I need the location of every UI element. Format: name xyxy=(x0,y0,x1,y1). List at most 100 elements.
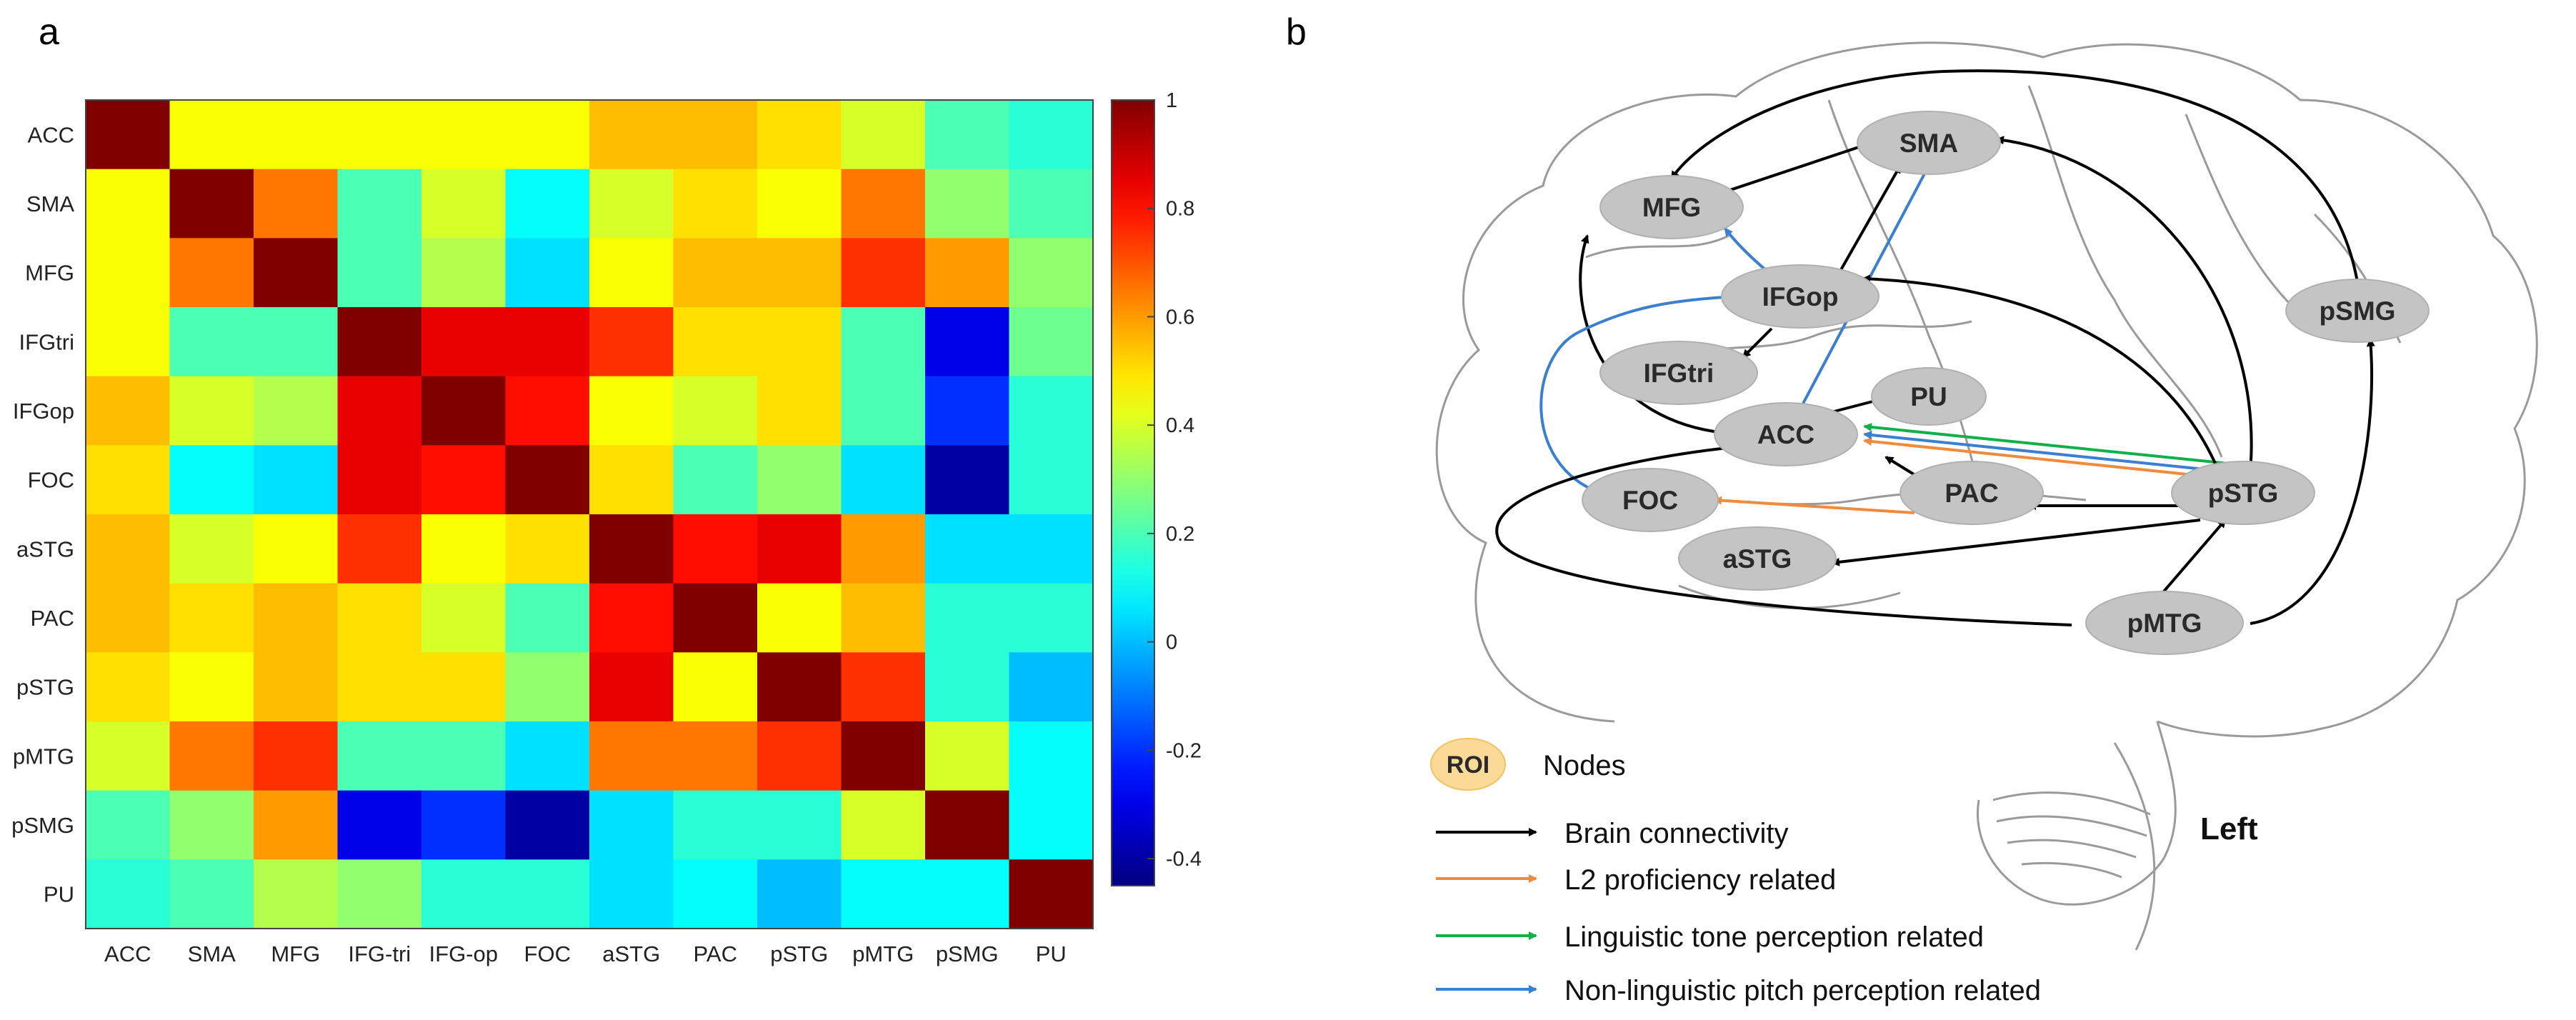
roi-node-label: pMTG xyxy=(2127,609,2202,638)
heatmap-cell xyxy=(421,445,506,515)
heatmap-cell xyxy=(254,721,339,791)
heatmap-cell xyxy=(673,652,758,722)
heatmap-cell xyxy=(673,238,758,308)
heatmap-cell xyxy=(673,514,758,584)
heatmap-cell xyxy=(337,307,422,377)
heatmap-cell xyxy=(673,169,758,239)
edge-pstg-to-sma xyxy=(1995,136,2253,472)
colorbar-tick-label: 0.8 xyxy=(1166,198,1194,221)
heatmap-cell xyxy=(841,445,926,515)
heatmap-cell xyxy=(841,238,926,308)
heatmap-cell xyxy=(925,514,1010,584)
edge-ifgop-to-sma xyxy=(1834,164,1902,279)
heatmap-cell xyxy=(1009,583,1094,653)
heatmap-cell xyxy=(1009,514,1094,584)
heatmap-cell xyxy=(589,376,674,446)
heatmap-cell xyxy=(337,859,422,929)
heatmap-cell xyxy=(169,721,254,791)
heatmap-cell xyxy=(757,445,842,515)
roi-node-psmg xyxy=(2285,279,2430,343)
heatmap-cell xyxy=(757,376,842,446)
heatmap-cell xyxy=(589,721,674,791)
heatmap-cell xyxy=(169,652,254,722)
heatmap-row-label: IFGop xyxy=(13,399,74,424)
heatmap-col-label: FOC xyxy=(524,941,571,966)
roi-node-ifgop xyxy=(1721,264,1879,329)
legend-roi-label: Nodes xyxy=(1543,750,1626,781)
heatmap-cell xyxy=(1009,100,1094,170)
heatmap-cell xyxy=(1009,169,1094,239)
diagram-legend: ROI Nodes Brain connectivity L2 proficie… xyxy=(1430,738,2041,1006)
heatmap-cell xyxy=(337,376,422,446)
heatmap-cell xyxy=(589,790,674,860)
heatmap-cell xyxy=(589,238,674,308)
heatmap-col-label: aSTG xyxy=(602,941,660,966)
heatmap-cell xyxy=(337,514,422,584)
heatmap-cell xyxy=(1009,376,1094,446)
heatmap-col-label: MFG xyxy=(271,941,320,966)
roi-node-sma xyxy=(1857,111,2001,175)
heatmap-row-label: IFGtri xyxy=(19,329,75,354)
heatmap-row-label: pSTG xyxy=(16,675,74,700)
heatmap-row-label: ACC xyxy=(28,122,74,147)
heatmap-cell xyxy=(925,859,1010,929)
hemisphere-label: Left xyxy=(2200,811,2258,846)
heatmap-cell xyxy=(757,652,842,722)
colorbar-tick-label: 0.6 xyxy=(1166,306,1194,329)
heatmap-cell xyxy=(757,238,842,308)
heatmap-cell xyxy=(337,238,422,308)
legend-label-pitch: Non-linguistic pitch perception related xyxy=(1564,975,2041,1006)
heatmap-cell xyxy=(841,790,926,860)
heatmap-cell xyxy=(169,859,254,929)
heatmap-cell xyxy=(1009,721,1094,791)
heatmap-cell xyxy=(757,307,842,377)
heatmap-cell xyxy=(86,514,171,584)
heatmap-cell xyxy=(169,445,254,515)
heatmap-cell xyxy=(421,100,506,170)
heatmap-cell xyxy=(841,307,926,377)
heatmap-cell xyxy=(86,721,171,791)
roi-node-label: pSMG xyxy=(2320,296,2396,326)
heatmap-col-label: SMA xyxy=(188,941,236,966)
heatmap-cell xyxy=(1009,307,1094,377)
heatmap-cell xyxy=(505,790,590,860)
edge-pmtg-to-psmg xyxy=(2250,338,2375,625)
heatmap-cell xyxy=(86,307,171,377)
heatmap-cell xyxy=(421,238,506,308)
heatmap-cell xyxy=(86,583,171,653)
heatmap-cell xyxy=(841,100,926,170)
heatmap-cell xyxy=(421,583,506,653)
heatmap-cell xyxy=(505,514,590,584)
edge-pstg-pitch xyxy=(1863,431,2226,473)
heatmap-frame xyxy=(85,99,1094,929)
roi-node-pstg xyxy=(2171,461,2315,525)
heatmap-cell xyxy=(757,859,842,929)
heatmap-cell xyxy=(673,100,758,170)
heatmap-row-label: aSTG xyxy=(16,536,74,561)
roi-node-pac xyxy=(1899,461,2044,525)
colorbar-tick-label: -0.4 xyxy=(1166,848,1202,871)
heatmap-cell xyxy=(925,445,1010,515)
edge-ifgop-to-ifgtri xyxy=(1742,327,1773,359)
colorbar: 10.80.60.40.20-0.2-0.4 xyxy=(1111,89,1202,886)
heatmap-cell xyxy=(505,307,590,377)
roi-node-label: pSTG xyxy=(2208,479,2279,508)
panel-b-label: b xyxy=(1286,11,1307,53)
heatmap-cell xyxy=(841,652,926,722)
heatmap-cell xyxy=(589,859,674,929)
heatmap-cell xyxy=(673,583,758,653)
legend-label-l2: L2 proficiency related xyxy=(1564,864,1836,896)
heatmap-cell xyxy=(421,859,506,929)
heatmap-col-label: pMTG xyxy=(852,941,914,966)
heatmap-cell xyxy=(254,307,339,377)
heatmap-cell xyxy=(589,514,674,584)
heatmap-cell xyxy=(757,514,842,584)
heatmap-cell xyxy=(421,790,506,860)
heatmap-cell xyxy=(505,721,590,791)
edge-pac-to-foc xyxy=(1713,496,1915,514)
heatmap-cell xyxy=(925,307,1010,377)
heatmap-cell xyxy=(505,859,590,929)
heatmap-cell xyxy=(925,583,1010,653)
roi-node-pmtg xyxy=(2085,591,2244,655)
